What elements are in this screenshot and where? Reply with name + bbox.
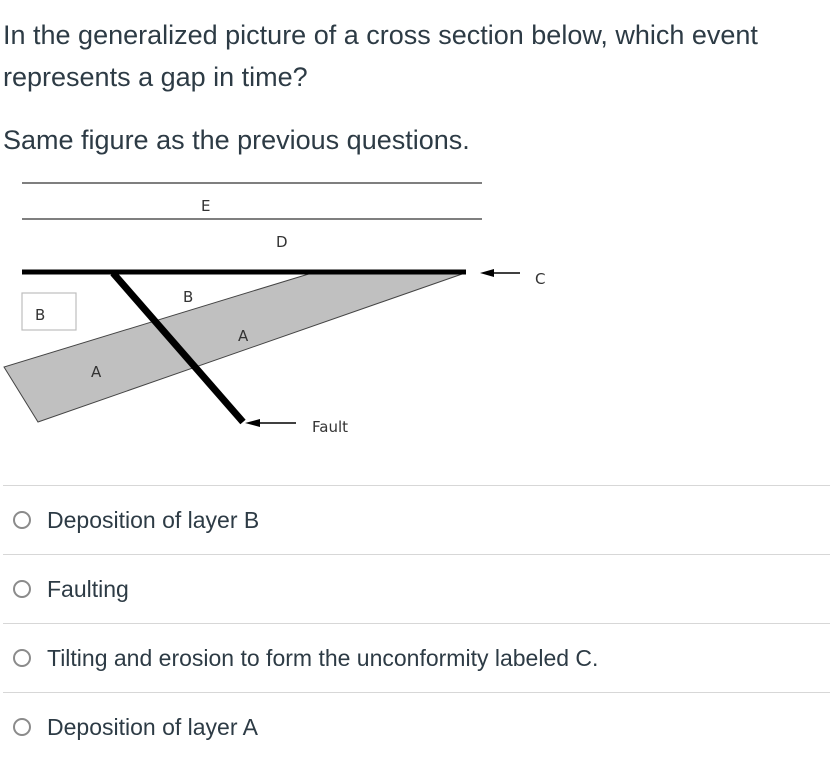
arrow-fault-head-icon xyxy=(245,419,260,427)
answer-label: Faulting xyxy=(47,575,129,602)
answer-option-4[interactable]: Deposition of layer A xyxy=(3,692,830,761)
radio-button-icon[interactable] xyxy=(13,511,31,529)
label-a-left: A xyxy=(91,363,102,381)
label-d: D xyxy=(276,233,288,251)
cross-section-diagram: E D B B A A C Fault xyxy=(3,182,545,436)
cross-section-figure: E D B B A A C Fault xyxy=(0,170,560,445)
radio-button-icon[interactable] xyxy=(13,580,31,598)
radio-button-icon[interactable] xyxy=(13,718,31,736)
answer-option-3[interactable]: Tilting and erosion to form the unconfor… xyxy=(3,623,830,692)
answer-label: Tilting and erosion to form the unconfor… xyxy=(47,644,599,671)
question-subtext: Same figure as the previous questions. xyxy=(3,125,470,155)
layer-b-box xyxy=(21,292,77,331)
answer-option-1[interactable]: Deposition of layer B xyxy=(3,485,830,554)
question-text: In the generalized picture of a cross se… xyxy=(3,20,758,92)
label-c: C xyxy=(535,270,545,288)
label-b-right: B xyxy=(183,288,193,306)
fault-line xyxy=(110,270,246,425)
label-fault: Fault xyxy=(312,418,348,436)
answer-list: Deposition of layer B Faulting Tilting a… xyxy=(3,485,830,761)
radio-button-icon[interactable] xyxy=(13,649,31,667)
label-b-left: B xyxy=(35,306,45,324)
answer-label: Deposition of layer A xyxy=(47,713,258,740)
arrow-c-head-icon xyxy=(480,269,494,277)
answer-label: Deposition of layer B xyxy=(47,506,260,533)
label-a-right: A xyxy=(238,327,249,345)
answer-option-2[interactable]: Faulting xyxy=(3,554,830,623)
label-e: E xyxy=(201,197,210,215)
